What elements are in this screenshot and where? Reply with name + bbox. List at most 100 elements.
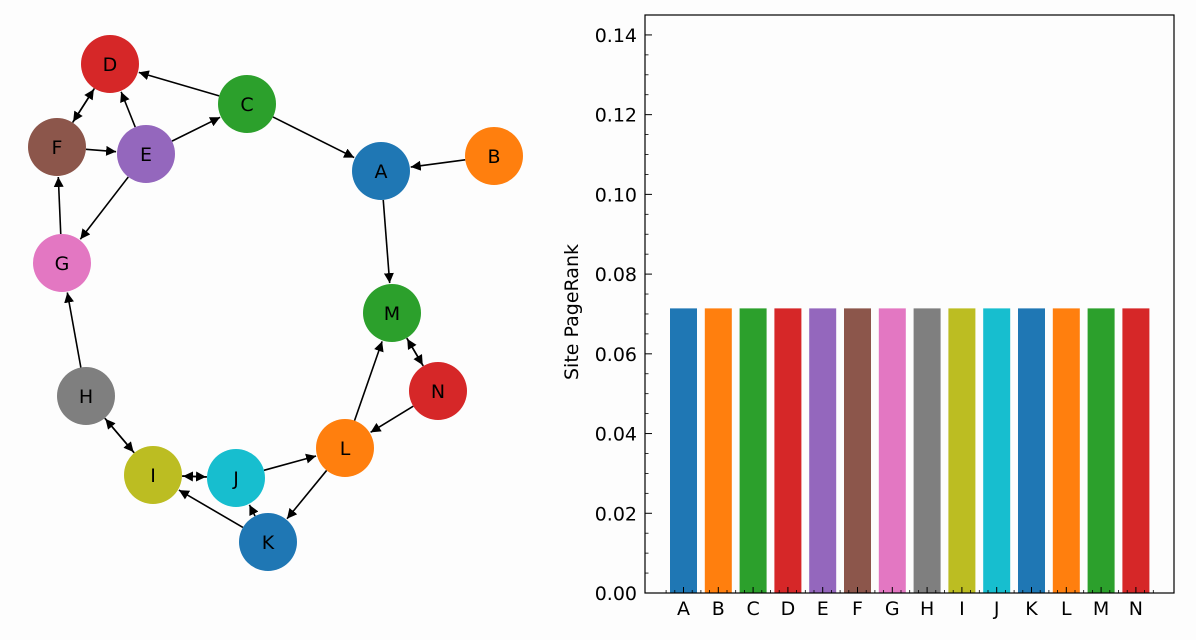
y-tick-label: 0.10 (595, 184, 637, 206)
bar-J (983, 308, 1011, 593)
x-tick-label-A: A (677, 598, 690, 620)
edge-C-to-A (272, 116, 355, 159)
edge-E-to-D (120, 91, 136, 128)
graph-node-C: C (218, 75, 276, 133)
edge-B-to-A (410, 159, 466, 171)
y-tick-label: 0.06 (595, 344, 637, 366)
node-circle (352, 142, 410, 200)
node-circle (28, 118, 86, 176)
graph-node-G: G (33, 234, 91, 292)
network-graph: A B C D E F G H I J K L M N (28, 35, 523, 571)
y-tick-label: 0.14 (595, 25, 637, 47)
node-circle (239, 513, 297, 571)
graph-node-M: M (363, 284, 421, 342)
y-tick-label: 0.12 (595, 105, 637, 127)
graph-node-D: D (81, 35, 139, 93)
x-tick-label-N: N (1129, 598, 1143, 620)
graph-node-L: L (316, 419, 374, 477)
node-circle (363, 284, 421, 342)
node-label: J (232, 468, 239, 490)
node-label: B (487, 146, 500, 168)
bar-L (1052, 308, 1080, 593)
node-label: M (384, 303, 400, 325)
node-label: G (55, 253, 70, 275)
bar-A (670, 308, 697, 593)
y-tick-label: 0.08 (595, 264, 637, 286)
x-tick-label-B: B (712, 598, 725, 620)
node-circle (117, 125, 175, 183)
edge-I-to-H (104, 418, 135, 454)
edge-L-to-K (286, 469, 328, 520)
bar-B (704, 308, 732, 593)
bar-N (1122, 308, 1150, 593)
node-circle (81, 35, 139, 93)
graph-edges (53, 70, 466, 529)
bar-D (774, 308, 802, 593)
x-tick-label-E: E (817, 598, 829, 620)
x-tick-label-H: H (920, 598, 934, 620)
bar-G (878, 308, 906, 593)
node-label: E (140, 144, 152, 166)
edge-N-to-M (406, 338, 424, 367)
graph-node-I: I (124, 446, 182, 504)
edge-G-to-F (53, 176, 64, 235)
node-circle (207, 449, 265, 507)
x-tick-label-M: M (1093, 598, 1109, 620)
bar-H (913, 308, 941, 593)
node-circle (465, 127, 523, 185)
node-label: A (375, 161, 388, 183)
x-tick-label-D: D (781, 598, 796, 620)
graph-node-F: F (28, 118, 86, 176)
edge-N-to-L (370, 405, 414, 434)
node-label: L (340, 438, 351, 460)
y-tick-label: 0.00 (595, 583, 637, 605)
node-label: I (150, 465, 156, 487)
graph-node-H: H (57, 367, 115, 425)
bar-K (1018, 308, 1045, 593)
edge-J-to-I (182, 471, 208, 482)
x-tick-label-I: I (959, 598, 965, 620)
graph-nodes: A B C D E F G H I J K L M N (28, 35, 523, 571)
y-axis: 0.000.020.040.060.080.100.120.14 (595, 25, 652, 605)
bar-E (809, 308, 837, 593)
node-circle (33, 234, 91, 292)
edge-A-to-M (382, 199, 394, 284)
edge-C-to-D (138, 70, 220, 97)
x-tick-label-L: L (1061, 598, 1072, 620)
bars (670, 308, 1150, 593)
x-tick-label-C: C (746, 598, 759, 620)
node-label: H (79, 386, 93, 408)
x-tick-label-J: J (993, 598, 1000, 620)
bar-C (739, 308, 767, 593)
node-label: D (103, 54, 118, 76)
x-tick-label-K: K (1025, 598, 1038, 620)
edge-F-to-E (85, 145, 117, 156)
node-label: K (262, 532, 275, 554)
graph-node-B: B (465, 127, 523, 185)
node-label: N (431, 381, 445, 403)
x-tick-label-G: G (885, 598, 900, 620)
bar-M (1087, 308, 1115, 593)
edge-H-to-G (64, 292, 82, 368)
edge-K-to-I (178, 489, 244, 529)
edge-E-to-C (171, 116, 221, 142)
graph-node-A: A (352, 142, 410, 200)
x-tick-label-F: F (852, 598, 863, 620)
edge-D-to-F (72, 88, 96, 123)
node-circle (124, 446, 182, 504)
node-circle (409, 362, 467, 420)
node-label: F (52, 137, 63, 159)
node-label: C (240, 94, 253, 116)
plot-frame (644, 14, 1175, 594)
node-circle (218, 75, 276, 133)
graph-node-J: J (207, 449, 265, 507)
bar-F (844, 308, 871, 593)
graph-node-E: E (117, 125, 175, 183)
edge-K-to-J (248, 504, 259, 517)
y-tick-label: 0.02 (595, 503, 637, 525)
node-circle (316, 419, 374, 477)
edge-J-to-L (263, 453, 317, 472)
